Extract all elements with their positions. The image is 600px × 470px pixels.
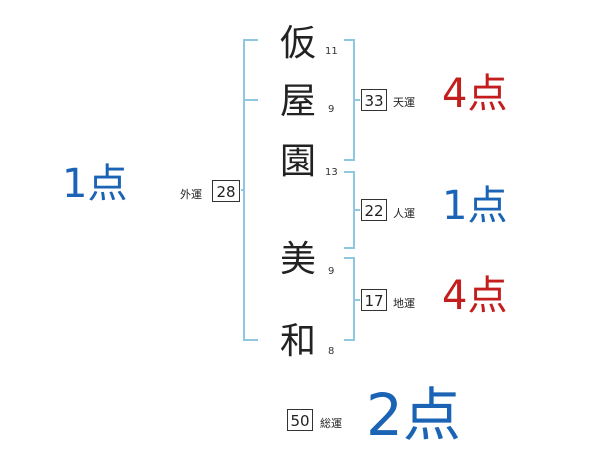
souun-value-box: 50: [287, 409, 313, 431]
tenun-value-box: 33: [361, 89, 387, 111]
name-char-2: 屋: [279, 81, 316, 122]
stroke-count-1: 11: [325, 46, 338, 57]
chiun-label: 地運: [393, 297, 415, 310]
stroke-count-2: 9: [328, 104, 335, 115]
gaiun-value-box: 28: [212, 180, 240, 202]
jinun-score: 1点: [442, 183, 508, 229]
name-char-1: 仮: [279, 23, 316, 64]
chiun-score: 4点: [442, 273, 508, 319]
chiun-bracket: [344, 257, 355, 341]
tenun-score: 4点: [442, 71, 508, 117]
stroke-count-3: 13: [325, 167, 338, 178]
gaiun-bracket: [243, 39, 258, 341]
name-char-5: 和: [279, 321, 316, 362]
souun-score: 2点: [366, 381, 461, 449]
gaiun-score: 1点: [62, 161, 128, 207]
souun-label: 総運: [320, 417, 342, 430]
jinun-bracket: [344, 171, 355, 249]
chiun-value-box: 17: [361, 289, 387, 311]
jinun-value-box: 22: [361, 199, 387, 221]
tenun-label: 天運: [393, 96, 415, 109]
gaiun-label: 外運: [180, 188, 202, 201]
name-char-3: 園: [279, 141, 316, 182]
stroke-count-5: 8: [328, 346, 335, 357]
tenun-bracket: [344, 39, 355, 161]
stroke-count-4: 9: [328, 266, 335, 277]
name-char-4: 美: [279, 239, 316, 280]
jinun-label: 人運: [393, 207, 415, 220]
